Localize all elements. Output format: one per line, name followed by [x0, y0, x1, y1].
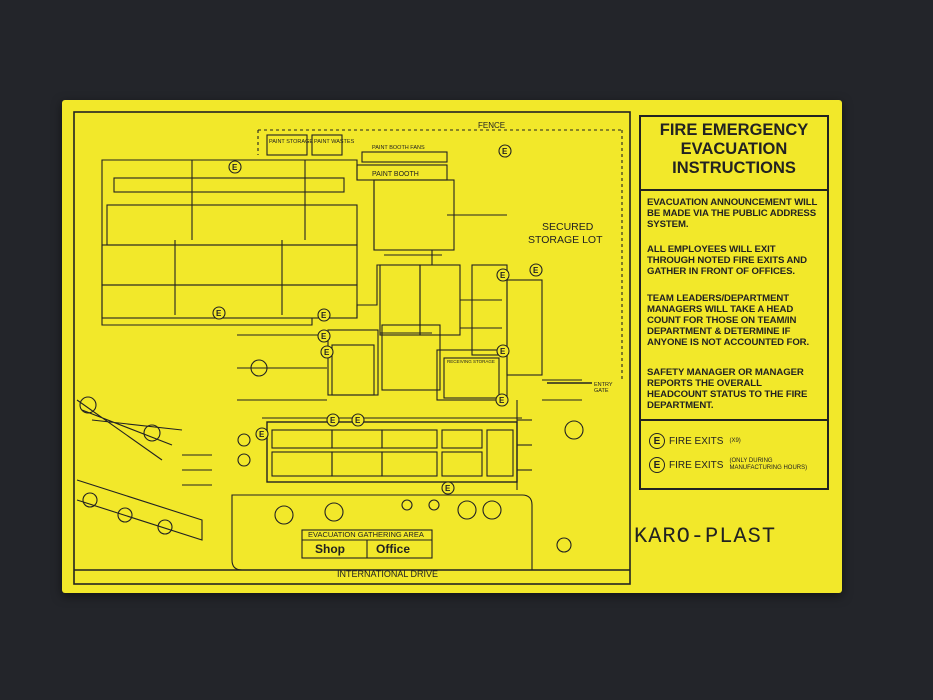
- title-line-3: INSTRUCTIONS: [672, 159, 796, 177]
- exit-marker-label: E: [321, 311, 327, 320]
- instruction-step-1: EVACUATION ANNOUNCEMENT WILL BE MADE VIA…: [647, 197, 818, 230]
- exit-marker-label: E: [355, 416, 361, 425]
- instruction-step-4: SAFETY MANAGER OR MANAGER REPORTS THE OV…: [647, 367, 808, 411]
- exit-marker-label: E: [500, 347, 506, 356]
- exit-marker-label: E: [216, 309, 222, 318]
- title-line-2: EVACUATION: [680, 140, 788, 158]
- title-line-1: FIRE EMERGENCY: [659, 121, 809, 139]
- evacuation-sign: E E E E E E E E E E E E E E FENCE PAINT …: [62, 100, 842, 593]
- exit-marker-label: E: [259, 430, 265, 439]
- legend: E FIRE EXITS (X9) E FIRE EXITS (ONLY DUR…: [641, 419, 827, 491]
- legend-note-1: (X9): [729, 437, 741, 444]
- instruction-step-2: ALL EMPLOYEES WILL EXIT THROUGH NOTED FI…: [647, 244, 807, 277]
- instructions-panel: FIRE EMERGENCY EVACUATION INSTRUCTIONS E…: [639, 115, 829, 490]
- floor-plan-map: E E E E E E E E E E E E E E FENCE PAINT …: [73, 111, 631, 585]
- exit-marker-label: E: [500, 271, 506, 280]
- exit-e-icon: E: [649, 457, 665, 473]
- exit-marker-label: E: [533, 266, 539, 275]
- legend-note-2: (ONLY DURING MANUFACTURING HOURS): [729, 458, 807, 472]
- exit-marker-label: E: [232, 163, 238, 172]
- paint-wastes-label: PAINT WASTES: [314, 139, 355, 145]
- entry-gate-label-2: GATE: [594, 388, 609, 394]
- exit-marker-label: E: [445, 484, 451, 493]
- legend-note-2-line1: (ONLY DURING: [729, 458, 773, 464]
- legend-label-2: FIRE EXITS: [669, 459, 724, 471]
- paint-booth-label: PAINT BOOTH: [372, 171, 419, 178]
- exit-marker-label: E: [330, 416, 336, 425]
- receiving-storage-label: RECEIVING STORAGE: [447, 359, 495, 364]
- exit-marker-label: E: [324, 348, 330, 357]
- fire-exit-markers: E E E E E E E E E E E E E E: [212, 144, 543, 495]
- paint-storage-label: PAINT STORAGE: [269, 139, 313, 145]
- brand-logo-text: KARO-PLAST: [634, 524, 777, 549]
- road-label: INTERNATIONAL DRIVE: [337, 569, 438, 579]
- exit-marker-label: E: [502, 147, 508, 156]
- exit-marker-label: E: [321, 332, 327, 341]
- secured-storage-label-2: STORAGE LOT: [528, 234, 603, 246]
- legend-row-fire-exits-mfg: E FIRE EXITS (ONLY DURING MANUFACTURING …: [649, 457, 807, 473]
- gathering-office-label: Office: [376, 542, 410, 556]
- legend-row-fire-exits: E FIRE EXITS (X9): [649, 433, 741, 449]
- entry-gate-label-1: ENTRY: [594, 382, 613, 388]
- gathering-area-label: EVACUATION GATHERING AREA: [308, 530, 424, 539]
- instruction-step-3: TEAM LEADERS/DEPARTMENT MANAGERS WILL TA…: [647, 293, 810, 348]
- legend-note-2-line2: MANUFACTURING HOURS): [729, 465, 808, 471]
- fence-label: FENCE: [478, 121, 505, 130]
- gathering-shop-label: Shop: [315, 542, 345, 556]
- exit-e-icon: E: [649, 433, 665, 449]
- paint-booth-fans-label: PAINT BOOTH FANS: [372, 145, 425, 151]
- exit-marker-label: E: [499, 396, 505, 405]
- legend-label-1: FIRE EXITS: [669, 435, 724, 447]
- instructions-title: FIRE EMERGENCY EVACUATION INSTRUCTIONS: [641, 121, 827, 191]
- secured-storage-label-1: SECURED: [542, 221, 594, 233]
